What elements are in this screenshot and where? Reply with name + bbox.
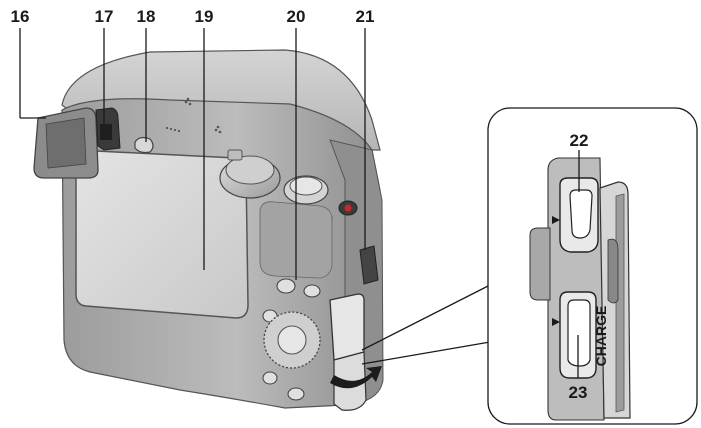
callout-16: 16	[11, 7, 30, 26]
usb-mark	[552, 318, 560, 326]
leader-lines	[19, 28, 580, 378]
lvf-button	[134, 136, 154, 154]
callout-21: 21	[356, 7, 375, 26]
strap-eyelet	[359, 245, 379, 285]
terminal-door	[329, 293, 365, 361]
charge-label: CHARGE	[593, 306, 609, 367]
callout-22: 22	[570, 131, 589, 150]
open-arrow	[330, 366, 382, 389]
wifi-button	[276, 278, 296, 294]
callout-23: 23	[569, 383, 588, 402]
hdmi-mark	[552, 216, 560, 224]
speaker-holes	[165, 97, 222, 134]
callout-20: 20	[287, 7, 306, 26]
menu-set-button	[277, 325, 307, 355]
callout-17: 17	[95, 7, 114, 26]
callout-18: 18	[137, 7, 156, 26]
callout-19: 19	[195, 7, 214, 26]
